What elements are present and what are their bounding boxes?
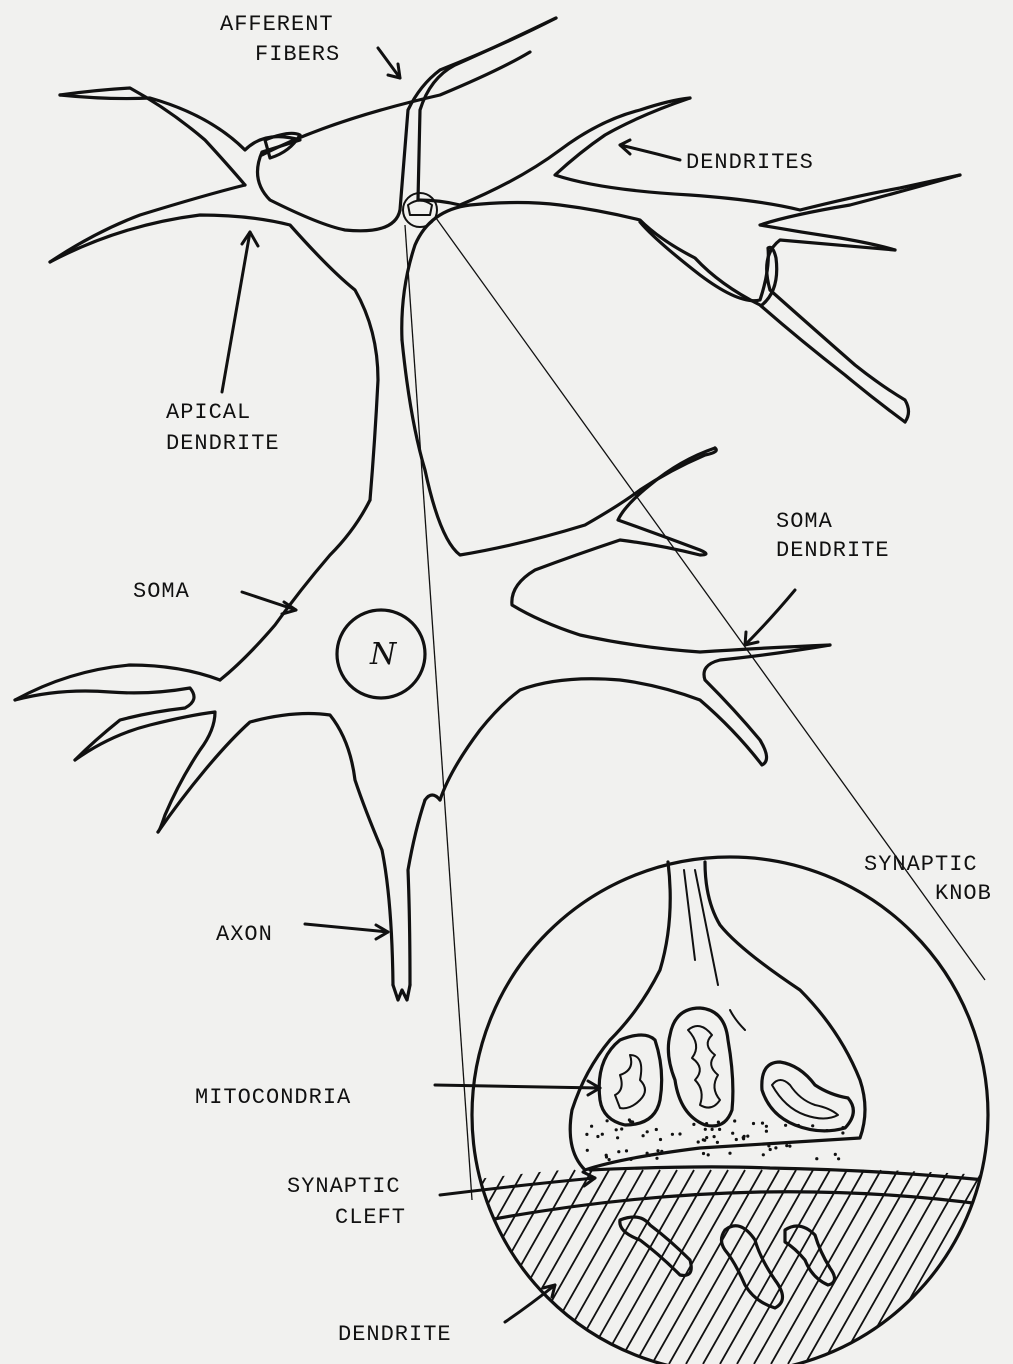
vesicle-dot <box>705 1122 708 1125</box>
vesicle-dot <box>629 1158 632 1161</box>
vesicle-dot <box>625 1149 628 1152</box>
vesicle-dot <box>784 1124 787 1127</box>
vesicle-dot <box>608 1158 611 1161</box>
vesicle-dot <box>601 1133 604 1136</box>
label-afferent: AFFERENT <box>220 12 334 37</box>
vesicle-dot <box>586 1149 589 1152</box>
label-soma-dendrite-1: SOMA <box>776 509 833 534</box>
hatch-line <box>482 1170 592 1364</box>
hatch-line <box>788 1170 898 1364</box>
vesicle-dot <box>628 1118 631 1121</box>
vesicle-dot <box>742 1137 745 1140</box>
vesicle-dot <box>697 1140 700 1143</box>
label-apical: APICAL <box>166 400 251 425</box>
vesicle-dot <box>788 1145 791 1148</box>
vesicle-dot <box>646 1152 649 1155</box>
vesicle-dot <box>797 1124 800 1127</box>
hatch-line <box>975 1170 1013 1364</box>
vesicle-dot <box>731 1132 734 1135</box>
vesicle-dot <box>841 1131 844 1134</box>
nucleus: N <box>337 610 425 698</box>
vesicle-dot <box>707 1153 710 1156</box>
label-dendrite: DENDRITE <box>338 1322 452 1347</box>
vesicle-dot <box>605 1155 608 1158</box>
vesicle-dot <box>811 1124 814 1127</box>
vesicle-dot <box>815 1157 818 1160</box>
vesicle-dot <box>718 1128 721 1131</box>
nucleus-label: N <box>369 637 398 672</box>
vesicle-dot <box>717 1121 720 1124</box>
vesicle-dot <box>825 1129 828 1132</box>
vesicle-dot <box>769 1148 772 1151</box>
vesicle-dot <box>642 1134 645 1137</box>
vesicle-dot <box>716 1141 719 1144</box>
vesicle-dot <box>774 1146 777 1149</box>
label-soma-dendrite-2: DENDRITE <box>776 538 890 563</box>
hatch-line <box>1009 1170 1013 1364</box>
vesicle-dot <box>765 1125 768 1128</box>
hatch-line <box>822 1170 932 1364</box>
vesicle-dot <box>659 1138 662 1141</box>
vesicle-dot <box>752 1122 755 1125</box>
hatch-line <box>448 1170 558 1364</box>
vesicle-dot <box>761 1122 764 1125</box>
label-axon: AXON <box>216 922 273 947</box>
mitochondria <box>599 1008 853 1131</box>
label-fibers: FIBERS <box>255 42 340 67</box>
label-synaptic-knob-2: KNOB <box>935 881 992 906</box>
vesicle-dot <box>704 1128 707 1131</box>
vesicle-dot <box>617 1150 620 1153</box>
label-apical-dendrite: DENDRITE <box>166 431 280 456</box>
vesicle-dot <box>735 1138 738 1141</box>
hatch-line <box>669 1170 779 1364</box>
hatch-line <box>992 1170 1013 1364</box>
label-synaptic-cleft-1: SYNAPTIC <box>287 1174 401 1199</box>
vesicle-dot <box>671 1133 674 1136</box>
vesicle-dot <box>762 1153 765 1156</box>
vesicle-dot <box>656 1149 659 1152</box>
vesicle-dot <box>785 1144 788 1147</box>
vesicle-dot <box>678 1132 681 1135</box>
vesicle-dot <box>733 1119 736 1122</box>
hatch-line <box>686 1170 796 1364</box>
hatch-line <box>516 1170 626 1364</box>
label-soma: SOMA <box>133 579 190 604</box>
vesicle-dot <box>655 1128 658 1131</box>
label-synaptic-knob-1: SYNAPTIC <box>864 852 978 877</box>
vesicle-dot <box>615 1128 618 1131</box>
vesicle-dot <box>702 1152 705 1155</box>
vesicle-dot <box>646 1130 649 1133</box>
vesicle-dot <box>606 1119 609 1122</box>
hatch-line <box>703 1170 813 1364</box>
hatch-line <box>652 1170 762 1364</box>
vesicle-dot <box>834 1153 837 1156</box>
magnified-synapse <box>380 857 1013 1364</box>
label-mitocondria: MITOCONDRIA <box>195 1085 351 1110</box>
label-synaptic-cleft-2: CLEFT <box>335 1205 406 1230</box>
hatch-line <box>567 1170 677 1364</box>
vesicle-dot <box>590 1125 593 1128</box>
vesicle-dot <box>713 1135 716 1138</box>
vesicle-dot <box>746 1135 749 1138</box>
vesicle-dot <box>596 1135 599 1138</box>
vesicle-dot <box>728 1152 731 1155</box>
vesicle-dot <box>585 1133 588 1136</box>
vesicle-dot <box>692 1123 695 1126</box>
vesicle-dot <box>767 1144 770 1147</box>
vesicle-dot <box>620 1127 623 1130</box>
vesicle-dot <box>660 1150 663 1153</box>
vesicle-dot <box>705 1136 708 1139</box>
vesicle-dot <box>837 1157 840 1160</box>
synapse-focus <box>403 193 437 227</box>
label-dendrites: DENDRITES <box>686 150 814 175</box>
hatch-line <box>805 1170 915 1364</box>
vesicle-dot <box>765 1130 768 1133</box>
vesicle-dot <box>616 1136 619 1139</box>
vesicle-dot <box>841 1126 844 1129</box>
vesicle-dot <box>702 1138 705 1141</box>
vesicle-dot <box>655 1157 658 1160</box>
vesicle-dot <box>711 1128 714 1131</box>
